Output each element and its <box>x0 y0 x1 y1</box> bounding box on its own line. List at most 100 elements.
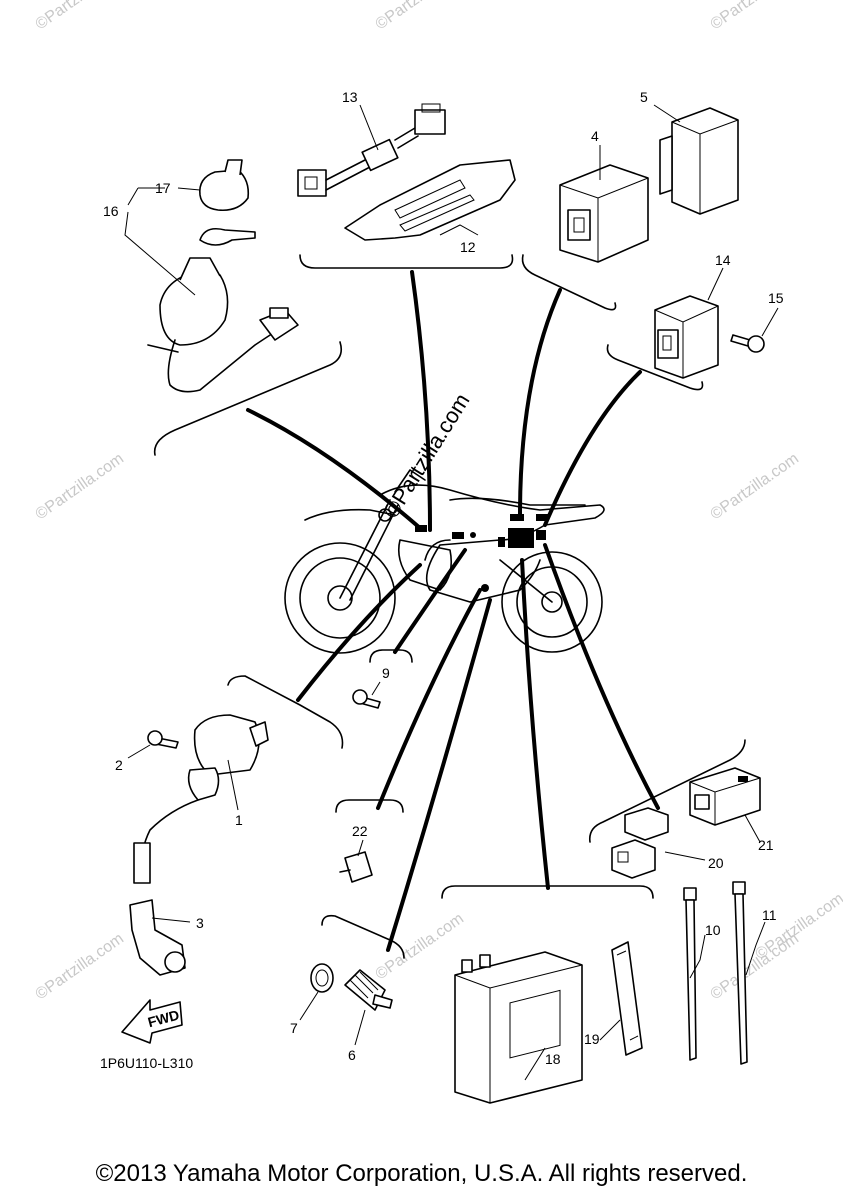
plate-12-slot <box>394 179 466 219</box>
callout-9: 9 <box>382 665 390 681</box>
lead-connector-left-inner <box>304 176 318 190</box>
callout-22: 22 <box>352 823 368 839</box>
callout-12: 12 <box>460 239 476 255</box>
callout-line <box>744 814 761 843</box>
watermark: ©Partzilla.com <box>373 0 467 33</box>
callout-line <box>664 851 706 861</box>
watermark: ©Partzilla.com <box>373 910 467 983</box>
wire-lead-assembly <box>297 103 516 241</box>
leader-line <box>543 370 642 527</box>
callout-line <box>124 211 196 296</box>
callout-20: 20 <box>708 855 724 871</box>
front-hub <box>327 585 353 611</box>
callout-line <box>761 307 779 337</box>
band-body <box>611 941 643 1056</box>
battery-edge <box>454 964 583 1103</box>
key-cap-17 <box>198 169 250 212</box>
leader-line <box>386 598 492 952</box>
bolt-15-shaft <box>730 334 751 347</box>
callout-line <box>653 104 681 123</box>
component-marker <box>498 537 505 547</box>
leader-line <box>520 558 550 890</box>
diagram-code: 1P6U110-L310 <box>100 1055 193 1071</box>
callout-2: 2 <box>115 757 123 773</box>
bracket-20-21 <box>588 739 746 843</box>
main-switch <box>147 159 299 393</box>
fwd-arrow-shape <box>121 999 183 1044</box>
callout-line <box>151 917 191 923</box>
callout-line <box>745 921 766 976</box>
front-wheel <box>284 542 396 654</box>
group-brackets <box>153 254 746 959</box>
washer-7-hole <box>315 969 329 987</box>
callout-line <box>689 934 706 979</box>
cover-edge <box>671 119 739 214</box>
battery-18 <box>454 951 583 1104</box>
lead-connector-right <box>414 109 446 135</box>
connector-21-pin <box>694 794 710 810</box>
callout-17: 17 <box>155 180 171 196</box>
cdi-unit <box>559 164 649 263</box>
lead-wire <box>325 159 371 191</box>
front-fender <box>304 508 396 521</box>
battery-band-19 <box>611 941 643 1056</box>
callout-4: 4 <box>591 128 599 144</box>
cdi-connector <box>567 209 591 241</box>
plate-12-slot <box>399 194 475 232</box>
callout-line <box>299 991 319 1021</box>
bracket-6-7 <box>321 914 405 959</box>
key-cap-17-grip <box>224 159 243 176</box>
relay-cover <box>659 107 739 215</box>
seat <box>449 497 586 506</box>
callout-1: 1 <box>235 812 243 828</box>
leader-line <box>376 588 482 810</box>
cover-body <box>671 107 739 215</box>
relay-edge <box>654 305 719 378</box>
relay-terminal-inner <box>662 335 672 351</box>
component-marker <box>470 532 476 538</box>
leader-line <box>296 563 422 702</box>
connector-21 <box>689 767 761 826</box>
bracket-top-center <box>299 254 514 269</box>
cdi-edge <box>559 177 649 262</box>
fwd-arrow: FWD <box>121 999 183 1044</box>
component-marker <box>510 514 524 521</box>
fuse-22 <box>339 851 373 883</box>
callout-lines <box>124 104 779 1081</box>
callout-6: 6 <box>348 1047 356 1063</box>
watermark: ©Partzilla.com <box>33 0 127 33</box>
handlebar <box>394 469 426 493</box>
callout-line <box>227 759 239 811</box>
bracket-mid-left <box>227 675 344 749</box>
callout-11: 11 <box>762 907 777 923</box>
tie-11-strap <box>734 893 748 1065</box>
callout-3: 3 <box>196 915 204 931</box>
rear-wheel-rim <box>516 566 588 638</box>
callout-10: 10 <box>705 922 721 938</box>
ignition-connector-top <box>269 307 289 319</box>
battery-label <box>509 989 561 1059</box>
rear-hub <box>541 591 563 613</box>
swingarm <box>499 559 553 603</box>
rear-wheel <box>501 551 603 653</box>
connector-21-edge <box>689 777 761 825</box>
motorcycle <box>284 469 605 654</box>
callout-line <box>371 681 381 696</box>
copyright-notice: ©2013 Yamaha Motor Corporation, U.S.A. A… <box>95 1160 748 1187</box>
callout-5: 5 <box>640 89 648 105</box>
lead-connector-left <box>297 169 327 197</box>
battery-front <box>454 951 583 1104</box>
frame-body <box>379 484 605 603</box>
bolt-15-head <box>747 335 765 353</box>
front-wheel-rim <box>299 557 381 639</box>
coil-lead-end <box>133 842 151 884</box>
component-marker <box>536 514 548 521</box>
callout-line <box>354 1009 366 1046</box>
callout-19: 19 <box>584 1031 600 1047</box>
callout-line <box>357 839 364 857</box>
callout-line <box>707 267 724 301</box>
connector-20-bottom <box>611 839 656 879</box>
watermark: ©Partzilla.com <box>753 890 843 963</box>
neutral-switch <box>310 963 393 1011</box>
